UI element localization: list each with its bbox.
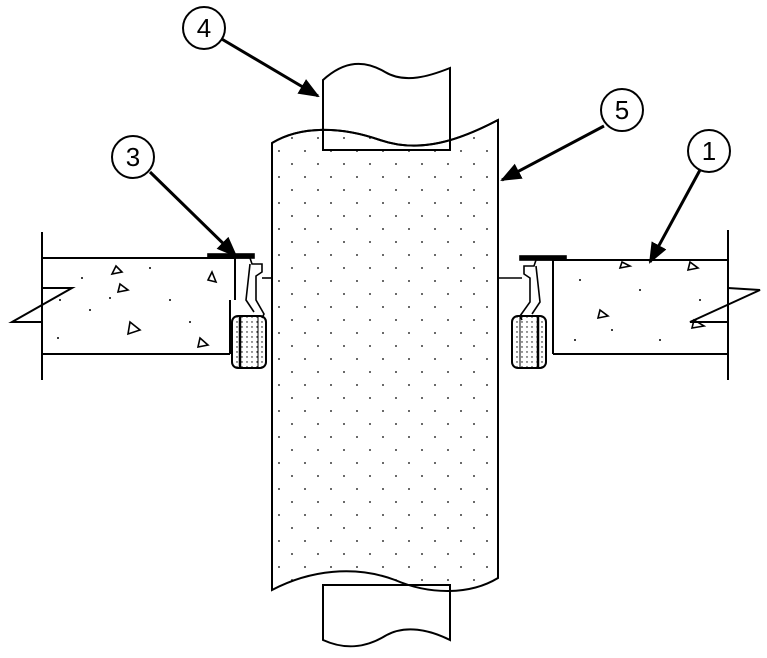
pipe-top-section [322, 62, 451, 151]
firestop-device-right [498, 255, 567, 369]
concrete-slab-left [8, 232, 236, 380]
pipe [322, 62, 451, 648]
callout-3: 3 [111, 135, 155, 179]
leader-1 [648, 169, 702, 264]
callout-3-label: 3 [126, 142, 140, 172]
callout-5-label: 5 [615, 95, 629, 125]
callout-leaders [148, 36, 702, 264]
firestop-device-left [207, 253, 272, 369]
concrete-slab-right [552, 230, 761, 380]
intumescent-wrap-left [231, 315, 267, 369]
leader-4 [219, 36, 320, 98]
pipe-insulation [271, 118, 499, 592]
callout-4-label: 4 [197, 13, 211, 43]
callout-1-label: 1 [702, 136, 716, 166]
intumescent-wrap-right [511, 315, 547, 369]
callout-1: 1 [687, 129, 731, 173]
callout-5: 5 [600, 88, 644, 132]
callout-4: 4 [182, 6, 226, 50]
leader-3 [148, 170, 238, 258]
leader-5 [500, 124, 605, 182]
pipe-bottom-section [322, 584, 451, 648]
